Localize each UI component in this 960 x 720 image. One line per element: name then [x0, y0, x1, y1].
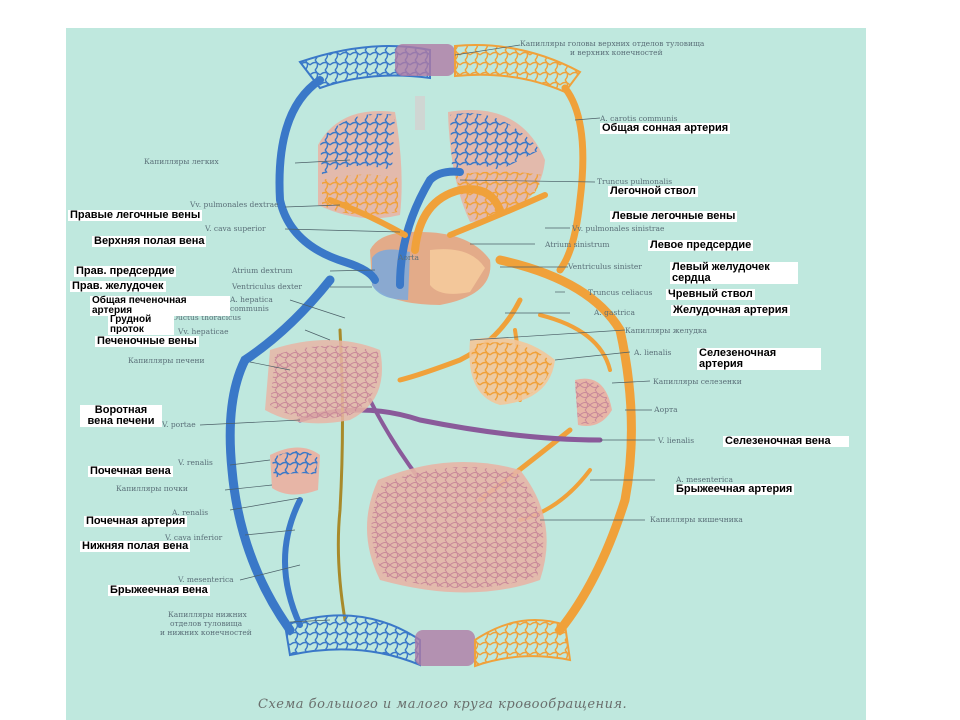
lat-thoracicus: Ductus thoracicus — [172, 313, 241, 322]
lat-renalis-a: A. renalis — [171, 508, 208, 517]
lat-gastrica: A. gastrica — [593, 308, 636, 317]
lat-renalis-v: V. renalis — [177, 458, 213, 467]
lat-vv-pulm-sin: Vv. pulmonales sinistrae — [571, 224, 665, 233]
lat-cap-head: Капилляры головы верхних отделов туловищ… — [520, 39, 705, 48]
label-inf-vena-cava: Нижняя полая вена — [80, 540, 191, 552]
lat-cap-lungs: Капилляры легких — [144, 157, 220, 166]
lat-portae: V. portae — [161, 420, 196, 429]
lat-hepatica: A. hepatica — [229, 295, 273, 304]
label-pulm-trunk: Легочной ствол — [608, 185, 698, 197]
lat-cap-head2: и верхних конечностей — [570, 48, 663, 57]
label-left-pulm-veins: Левые легочные вены — [610, 210, 738, 222]
label-celiac: Чревный ствол — [666, 288, 755, 300]
lat-cap-intestine: Капилляры кишечника — [650, 515, 743, 524]
label-thoracic-duct: Грудной проток — [108, 315, 174, 335]
lat-tr-celiacus: Truncus celiacus — [588, 288, 652, 297]
label-gastric-artery: Желудочная артерия — [671, 304, 790, 316]
label-right-ventricle: Прав. желудочек — [70, 280, 166, 292]
label-sup-vena-cava: Верхняя полая вена — [92, 235, 207, 247]
lat-truncus-pulm: Truncus pulmonalis — [597, 177, 672, 186]
lat-cap-stomach: Капилляры желудка — [625, 326, 708, 335]
label-mesenteric-vein: Брыжеечная вена — [108, 584, 210, 596]
label-right-atrium: Прав. предсердие — [74, 265, 177, 277]
lat-atrium-sin: Atrium sinistrum — [544, 240, 609, 249]
label-hepatic-veins: Печеночные вены — [95, 335, 199, 347]
lat-carotis: A. carotis communis — [599, 114, 678, 123]
lat-cap-kidney: Капилляры почки — [116, 484, 188, 493]
label-portal-vein: Воротная вена печени — [80, 405, 162, 427]
lat-mesenterica-a: A. mesenterica — [675, 475, 733, 484]
organs — [265, 337, 612, 593]
lat-atrium-dex: Atrium dextrum — [231, 266, 293, 275]
lat-aorta: Aorta — [397, 253, 420, 262]
lat-cava-sup: V. cava superior — [204, 224, 266, 233]
lat-cap-lower: Капилляры нижних — [168, 610, 248, 619]
lat-aorta2: Аорта — [654, 405, 678, 414]
label-left-ventricle: Левый желудочек сердца — [670, 262, 798, 284]
latin-labels: Капилляры головы верхних отделов туловищ… — [116, 39, 743, 637]
lat-ventr-dex: Ventriculus dexter — [231, 282, 302, 291]
lat-lienalis-a: A. lienalis — [633, 348, 672, 357]
label-common-hepatic: Общая печеночная артерия — [90, 296, 230, 316]
lat-cap-lower2: отделов туловища — [170, 619, 243, 628]
label-renal-artery: Почечная артерия — [84, 515, 188, 527]
label-splenic-vein: Селезеночная вена — [723, 436, 849, 447]
label-carotid: Общая сонная артерия — [600, 122, 731, 134]
lat-ventr-sin: Ventriculus sinister — [567, 262, 642, 271]
lat-cap-lower3: и нижних конечностей — [160, 628, 252, 637]
label-right-pulm-veins: Правые легочные вены — [68, 209, 203, 221]
diagram-caption: Схема большого и малого круга кровообращ… — [258, 697, 627, 712]
label-renal-vein: Почечная вена — [88, 465, 173, 477]
lat-cap-liver: Капилляры печени — [128, 356, 205, 365]
heart — [370, 231, 491, 305]
lat-vv-pulm-dex: Vv. pulmonales dextrae — [189, 200, 279, 209]
leader-lines — [199, 44, 655, 623]
lat-mesenterica-v: V. mesenterica — [177, 575, 234, 584]
lat-lienalis-v: V. lienalis — [657, 436, 694, 445]
lat-cap-spleen: Капилляры селезенки — [653, 377, 742, 386]
lat-hepatica2: communis — [230, 304, 269, 313]
lower-capillaries — [283, 614, 572, 668]
label-splenic-artery: Селезеночная артерия — [697, 348, 821, 370]
lat-hepaticae: Vv. hepaticae — [177, 327, 229, 336]
lat-cava-inf: V. cava inferior — [164, 533, 223, 542]
head-capillaries — [298, 44, 582, 94]
label-left-atrium: Левое предсердие — [648, 239, 754, 251]
label-mesenteric-artery: Брыжеечная артерия — [674, 483, 795, 495]
